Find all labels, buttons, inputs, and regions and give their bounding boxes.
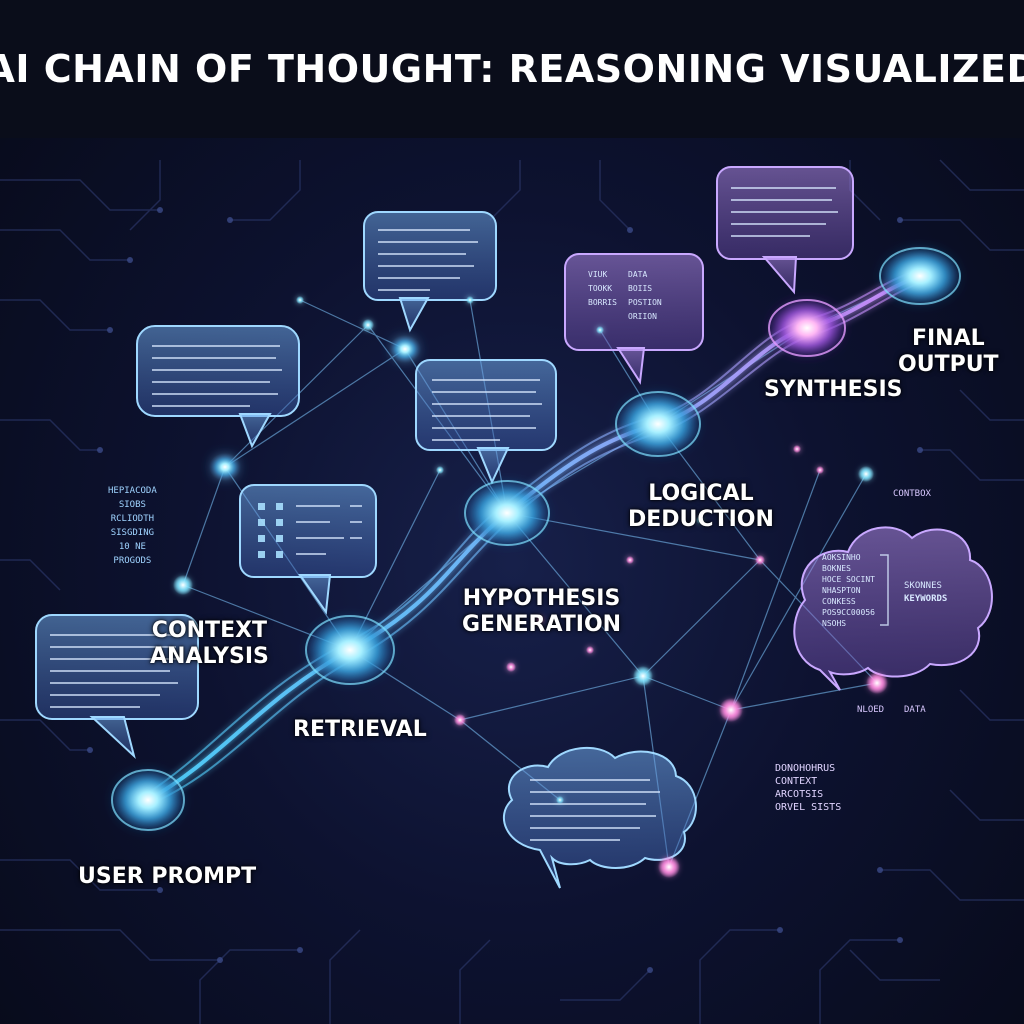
data-card-text-right: DATA BOIIS POSTION ORIION	[628, 268, 662, 324]
nloed-label: NLOED	[857, 705, 885, 715]
stage-nodes	[110, 246, 962, 832]
label-logical-deduction: LOGICAL DEDUCTION	[628, 481, 774, 533]
list-lines	[296, 505, 362, 555]
keywords-label: KEYWORDS	[904, 594, 948, 604]
keywords-item: HOCE SOCINT	[822, 575, 875, 584]
data-card-item: VIUK	[588, 270, 608, 279]
node-hypothesis	[463, 479, 551, 547]
data-card-item: BOIIS	[628, 284, 653, 293]
label-final-output: FINAL OUTPUT	[898, 326, 999, 378]
left-column-line: RCLIODTH	[110, 514, 155, 524]
label-synthesis-text: SYNTHESIS	[764, 377, 903, 402]
data-label: DATA	[904, 705, 926, 715]
label-retrieval-text: RETRIEVAL	[293, 717, 427, 742]
bubble-top-right	[716, 166, 854, 295]
bubble-list	[239, 484, 377, 615]
label-hypothesis-line2: GENERATION	[462, 612, 622, 637]
right-context-line: DONOHOHRUS	[775, 763, 836, 774]
contbox-label: CONTBOX	[893, 489, 931, 499]
node-retrieval	[304, 614, 396, 686]
left-column-line: PROGODS	[113, 556, 152, 566]
keywords-item: CONKESS	[822, 597, 856, 606]
right-context-text: DONOHOHRUS CONTEXT ARCOTSIS ORVEL SISTS	[775, 762, 841, 814]
keywords-item: BOKNES	[822, 564, 851, 573]
label-context-line1: CONTEXT	[151, 618, 268, 643]
left-column-text: HEPIACODA SIOBS RCLIODTH SISGDING 10 NE …	[108, 484, 157, 568]
label-logical-line2: DEDUCTION	[628, 507, 774, 532]
label-context-analysis: CONTEXT ANALYSIS	[150, 618, 269, 670]
keywords-bracket	[880, 554, 889, 626]
keywords-cloud-text-right: SKONNES KEYWORDS	[904, 580, 947, 606]
left-column-line: SISGDING	[110, 528, 155, 538]
node-top-hub	[389, 335, 421, 363]
node-context-hub	[209, 453, 241, 481]
node-final-output	[878, 246, 962, 306]
header-bar: AI CHAIN OF THOUGHT: REASONING VISUALIZE…	[0, 0, 1024, 138]
bubble-center	[415, 359, 557, 485]
label-context-line2: ANALYSIS	[150, 644, 269, 669]
bubble-text-lines	[50, 187, 838, 841]
left-column-line: 10 NE	[118, 542, 146, 552]
label-final-line2: OUTPUT	[898, 352, 999, 377]
data-card-item: DATA	[628, 270, 648, 279]
right-context-line: ARCOTSIS	[775, 789, 824, 800]
circuit-pads	[87, 207, 923, 973]
keywords-item: POS9CC00056	[822, 608, 875, 617]
bubble-top-left	[136, 325, 300, 449]
node-user-prompt	[110, 768, 186, 832]
label-retrieval: RETRIEVAL	[293, 717, 427, 743]
cloud-bottom	[502, 746, 697, 889]
keywords-cloud-text-left: AOKSINHO BOKNES HOCE SOCINT NHASPTON CON…	[822, 552, 875, 629]
label-final-line1: FINAL	[911, 326, 985, 351]
keywords-item: NSOHS	[822, 619, 847, 628]
left-column-line: HEPIACODA	[108, 486, 157, 496]
keywords-item: SKONNES	[904, 581, 942, 591]
label-user-prompt: USER PROMPT	[78, 864, 256, 890]
nloed-text: NLOED	[857, 705, 884, 716]
data-card-item: BORRIS	[588, 298, 617, 307]
data-text: DATA	[904, 705, 926, 716]
right-context-line: CONTEXT	[775, 776, 818, 787]
data-card-item: TOOKK	[588, 284, 613, 293]
keywords-item: NHASPTON	[822, 586, 861, 595]
bubble-data-card	[564, 253, 704, 385]
data-card-item: POSTION	[628, 298, 662, 307]
label-logical-line1: LOGICAL	[648, 481, 754, 506]
node-logical	[614, 390, 702, 458]
network-dots	[173, 296, 888, 878]
label-synthesis: SYNTHESIS	[764, 377, 903, 403]
contbox-text: CONTBOX	[893, 489, 931, 500]
right-context-line: ORVEL SISTS	[775, 802, 842, 813]
data-card-item: ORIION	[628, 312, 657, 321]
page-title: AI CHAIN OF THOUGHT: REASONING VISUALIZE…	[0, 47, 1024, 91]
node-synthesis	[767, 298, 847, 358]
keywords-item: AOKSINHO	[822, 553, 861, 562]
stage-node-rings	[111, 247, 961, 831]
label-hypothesis-line1: HYPOTHESIS	[462, 586, 621, 611]
bubble-bottom-left	[35, 614, 199, 760]
data-card-text-left: VIUK TOOKK BORRIS	[588, 268, 617, 310]
label-user-prompt-text: USER PROMPT	[78, 864, 257, 889]
list-checkboxes	[258, 503, 283, 558]
label-hypothesis-generation: HYPOTHESIS GENERATION	[462, 586, 621, 638]
left-column-line: SIOBS	[118, 500, 146, 510]
